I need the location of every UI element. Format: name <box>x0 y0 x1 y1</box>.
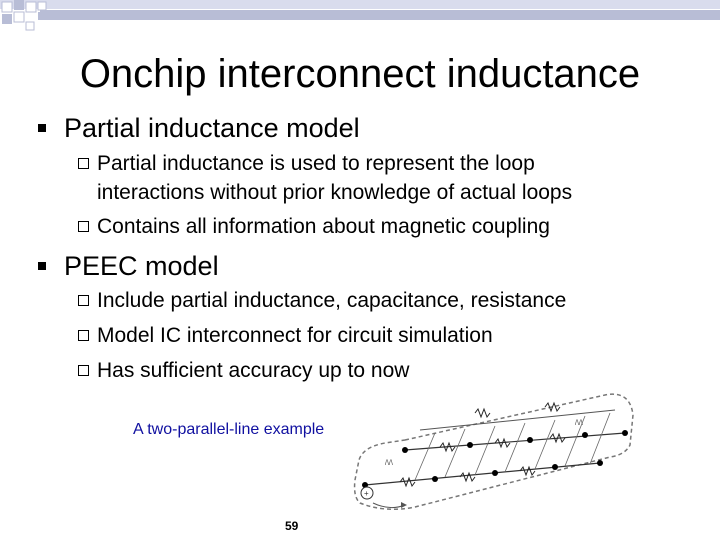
sub-bullet: Model IC interconnect for circuit simula… <box>78 319 493 353</box>
checkbox-square-icon <box>78 330 89 341</box>
sub-bullet-text: Include partial inductance, capacitance,… <box>97 289 567 312</box>
sub-bullet-text: interactions without prior knowledge of … <box>97 181 573 204</box>
sub-bullet-text: Contains all information about magnetic … <box>97 215 550 238</box>
bullet-marker <box>38 262 46 270</box>
sub-bullet-text: Partial inductance is used to represent … <box>97 152 535 175</box>
svg-text:+: + <box>364 489 369 498</box>
checkbox-square-icon <box>78 365 89 376</box>
slide-title: Onchip interconnect inductance <box>79 52 641 96</box>
svg-text:/\/\: /\/\ <box>575 420 583 427</box>
sub-bullet-continuation: interactions without prior knowledge of … <box>97 176 572 210</box>
page-number: 59 <box>285 519 299 533</box>
peec-circuit-diagram: /\/\ /\/\ + <box>353 393 634 510</box>
top-decoration-bar <box>0 0 720 31</box>
sub-bullet-text: Model IC interconnect for circuit simula… <box>97 324 493 347</box>
checkbox-square-icon <box>78 158 89 169</box>
sub-bullet: Has sufficient accuracy up to now <box>78 354 409 388</box>
sub-bullet-text: Has sufficient accuracy up to now <box>97 359 410 382</box>
sub-bullet: Partial inductance is used to represent … <box>78 147 535 181</box>
svg-text:/\/\: /\/\ <box>385 460 393 467</box>
figure-caption: A two-parallel-line example <box>133 421 325 438</box>
checkbox-square-icon <box>78 221 89 232</box>
bullet-marker <box>38 124 46 132</box>
sub-bullet: Include partial inductance, capacitance,… <box>78 284 566 318</box>
checkbox-square-icon <box>78 295 89 306</box>
bullet-text: PEEC model <box>64 251 219 281</box>
sub-bullet: Contains all information about magnetic … <box>78 210 550 244</box>
bullet-text: Partial inductance model <box>64 113 360 143</box>
